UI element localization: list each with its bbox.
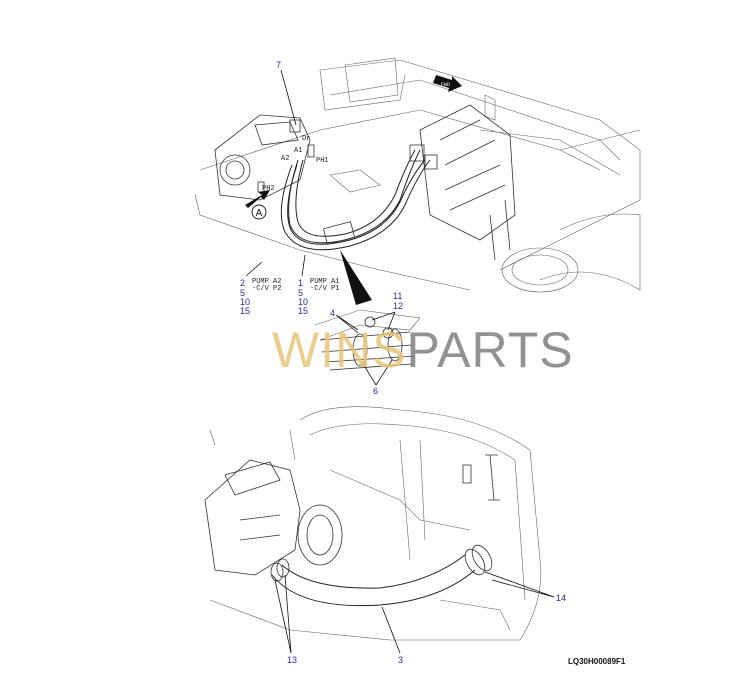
svg-text:10: 10 — [240, 297, 250, 307]
fwd-label: FWD — [441, 82, 450, 88]
callout-14: 14 — [556, 593, 566, 603]
svg-text:5: 5 — [298, 288, 303, 298]
svg-text:5: 5 — [240, 288, 245, 298]
upper-frame-drawing — [194, 57, 641, 293]
port-label-a1: A1 — [294, 147, 302, 155]
control-valve-drawing — [409, 104, 516, 261]
svg-text:10: 10 — [298, 297, 308, 307]
svg-text:PUMP A1: PUMP A1 — [310, 278, 339, 286]
upper-hoses — [280, 149, 431, 251]
port-label-ph2: PH2 — [262, 185, 275, 193]
svg-text:15: 15 — [240, 306, 250, 316]
lower-frame-drawing — [209, 406, 542, 641]
clamp-detail-drawing — [314, 309, 421, 371]
svg-text:A: A — [256, 208, 263, 219]
callout-12: 12 — [393, 301, 403, 311]
svg-text:1: 1 — [298, 278, 303, 288]
callout-6: 6 — [373, 386, 378, 396]
watermark: WINSPARTS — [272, 322, 574, 378]
hose-group-pump-a2: 2 5 10 15 PUMP A2 -C/V P2 — [240, 261, 281, 316]
svg-text:-C/V P2: -C/V P2 — [252, 285, 281, 293]
port-label-dr: Dr — [302, 135, 310, 143]
callout-3: 3 — [398, 655, 403, 665]
port-label-a2: A2 — [281, 155, 289, 163]
view-marker-a: A — [251, 204, 267, 220]
svg-text:15: 15 — [298, 306, 308, 316]
callout-4: 4 — [330, 308, 335, 318]
fwd-arrow-icon — [433, 75, 462, 92]
lower-pump-drawing — [204, 459, 343, 576]
svg-text:2: 2 — [240, 278, 245, 288]
callout-13: 13 — [287, 655, 297, 665]
detail-pointer-icon — [340, 250, 372, 305]
svg-text:-C/V P1: -C/V P1 — [310, 285, 339, 293]
svg-text:PUMP A2: PUMP A2 — [252, 278, 281, 286]
figure-code: LQ30H00089F1 — [568, 657, 626, 666]
port-label-ph1: PH1 — [316, 157, 329, 165]
hose-group-pump-a1: 1 5 10 15 PUMP A1 -C/V P1 — [298, 254, 339, 316]
suction-hose-drawing — [270, 544, 493, 607]
callout-11: 11 — [393, 291, 402, 301]
view-arrow-icon — [245, 190, 270, 208]
callout-7: 7 — [276, 60, 281, 70]
